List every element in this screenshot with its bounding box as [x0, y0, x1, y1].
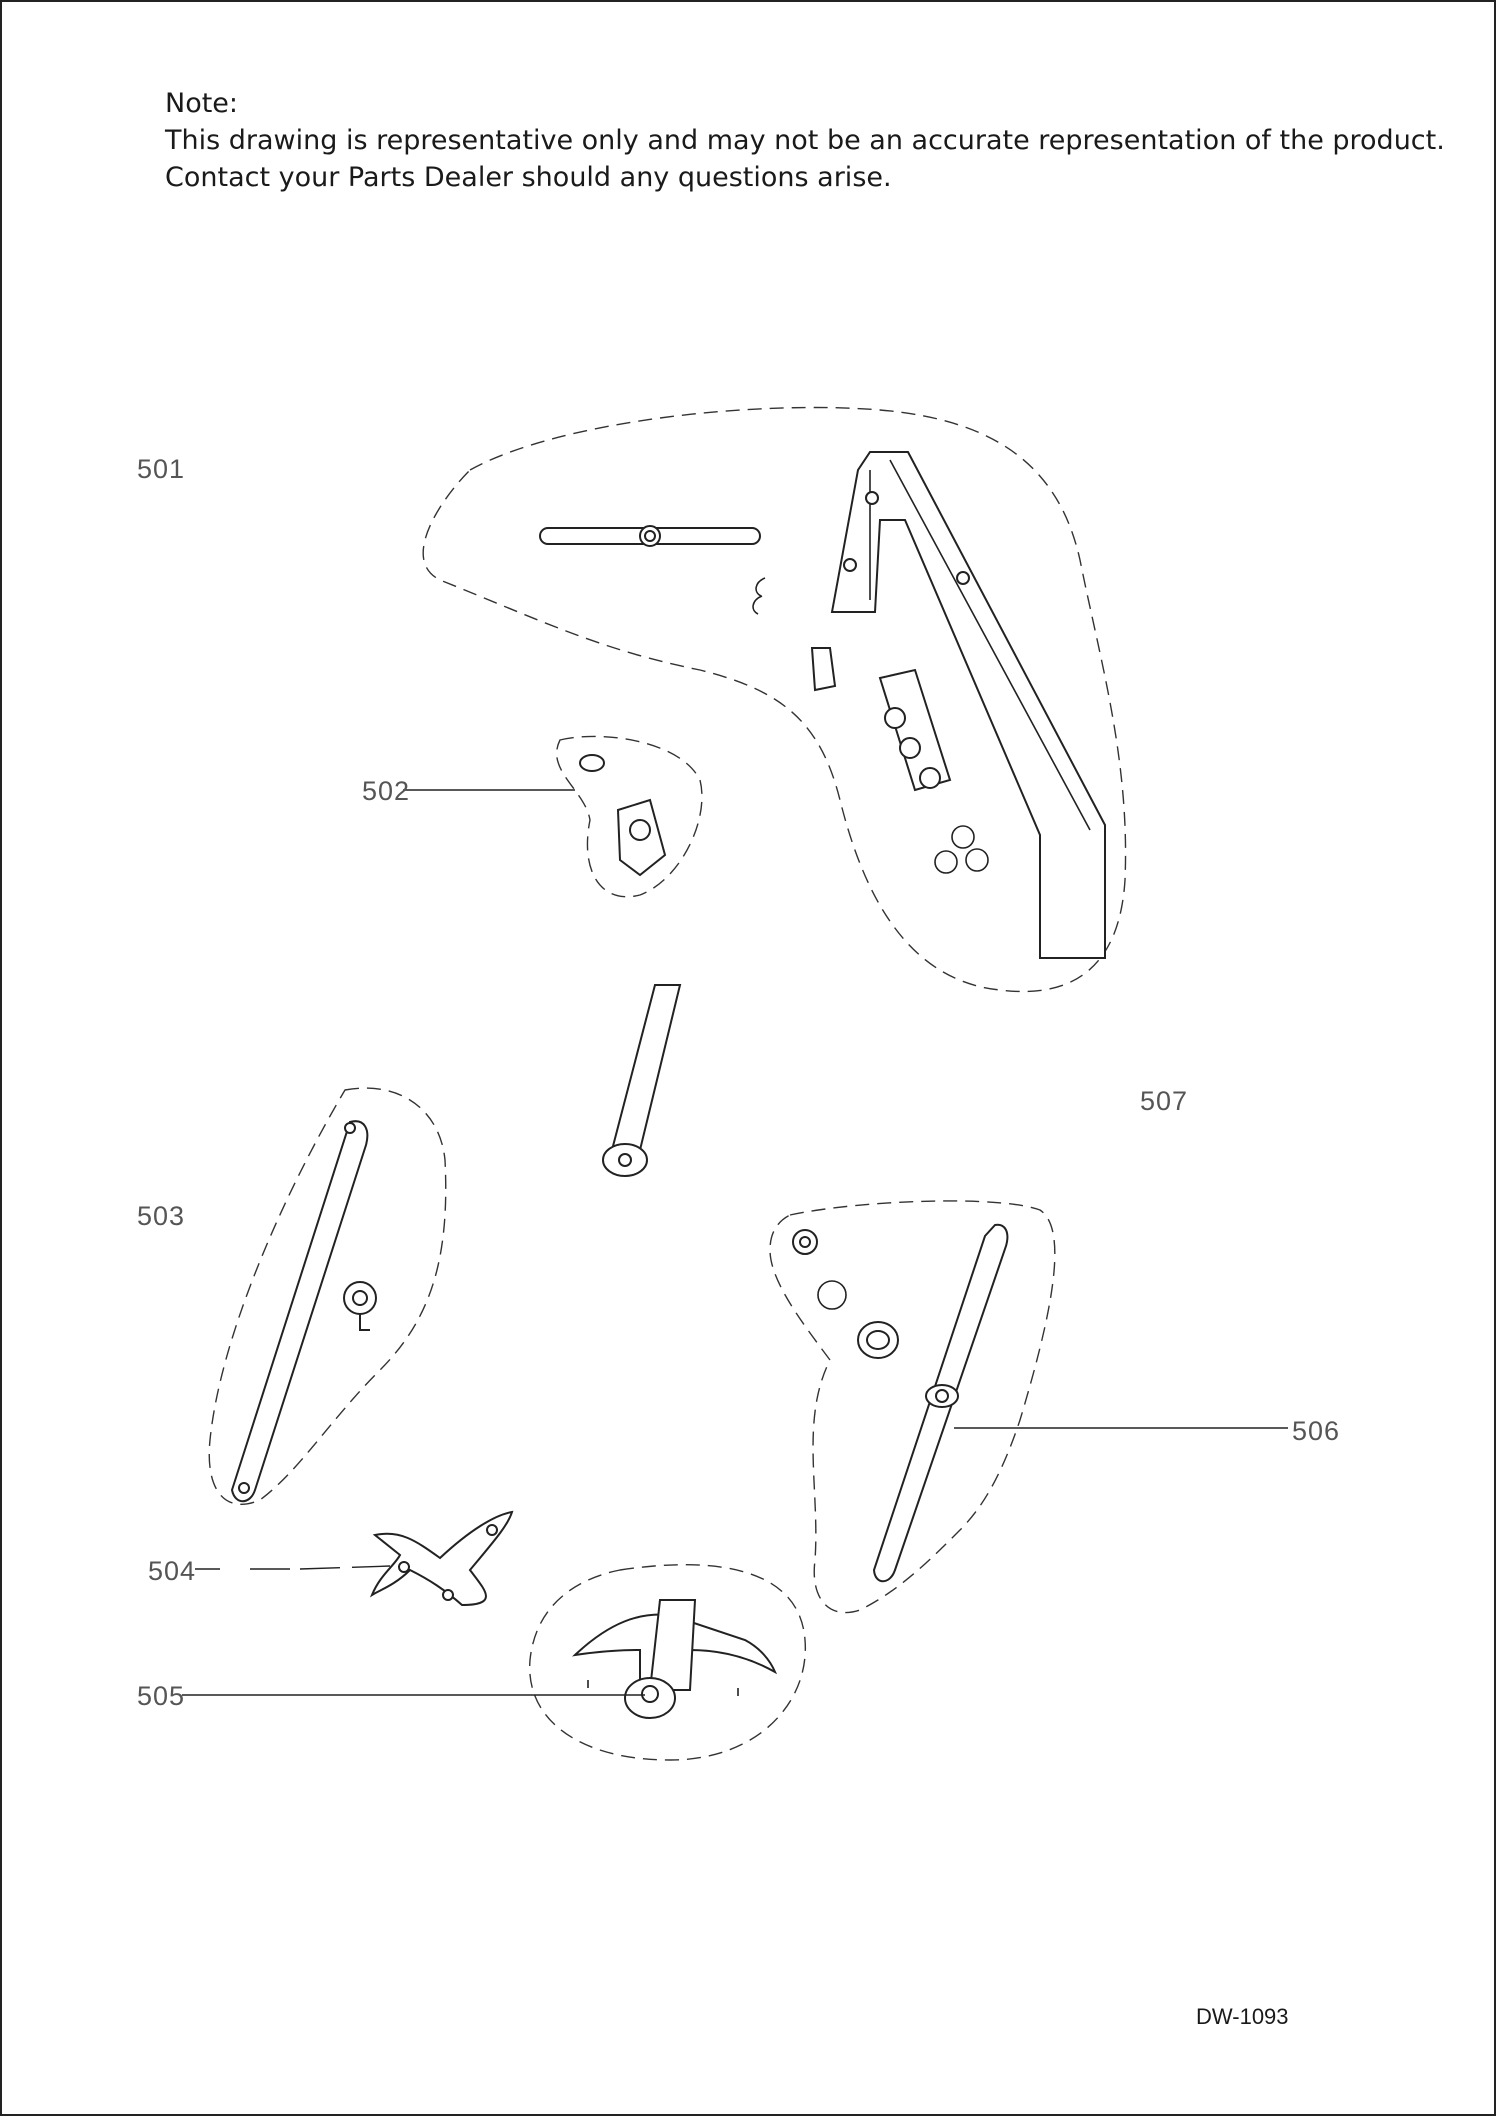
group-503-boundary: [208, 1087, 447, 1506]
connector-block: [878, 668, 952, 792]
supply-pipe: [830, 451, 1106, 959]
group-501-boundary: [422, 406, 1127, 993]
group-506-boundary: [769, 1200, 1056, 1614]
callout-502: 502: [362, 776, 410, 806]
vertical-tube: [602, 984, 682, 1177]
callout-503: 503: [137, 1201, 185, 1231]
middle-arm-parts: [792, 1229, 899, 1359]
callout-505: 505: [137, 1681, 185, 1711]
cross-bracket: [369, 1510, 514, 1607]
o-rings: [934, 825, 989, 874]
upper-spray-arm: [539, 525, 761, 547]
drawing-number: DW-1093: [1196, 2004, 1289, 2029]
callout-507: 507: [1140, 1086, 1188, 1116]
note-block: Note: This drawing is representative onl…: [165, 85, 1445, 196]
bracket-clip: [810, 647, 837, 692]
leader-504: [195, 1565, 391, 1570]
group-505-boundary: [529, 1564, 806, 1761]
note-line-1: This drawing is representative only and …: [165, 125, 1445, 156]
group-502-boundary: [556, 735, 703, 898]
spray-arm-hub: [343, 1281, 377, 1331]
nozzle-assembly: [579, 754, 667, 877]
callout-501: 501: [137, 454, 185, 484]
middle-spray-arm: [872, 1223, 1009, 1583]
callout-504: 504: [148, 1556, 196, 1586]
callout-506: 506: [1292, 1416, 1340, 1446]
sump-filter-base: [571, 1599, 778, 1719]
clip-pieces: [752, 577, 766, 615]
note-line-2: Contact your Parts Dealer should any que…: [165, 162, 892, 193]
lower-spray-arm: [230, 1120, 369, 1503]
note-heading: Note:: [165, 88, 239, 119]
